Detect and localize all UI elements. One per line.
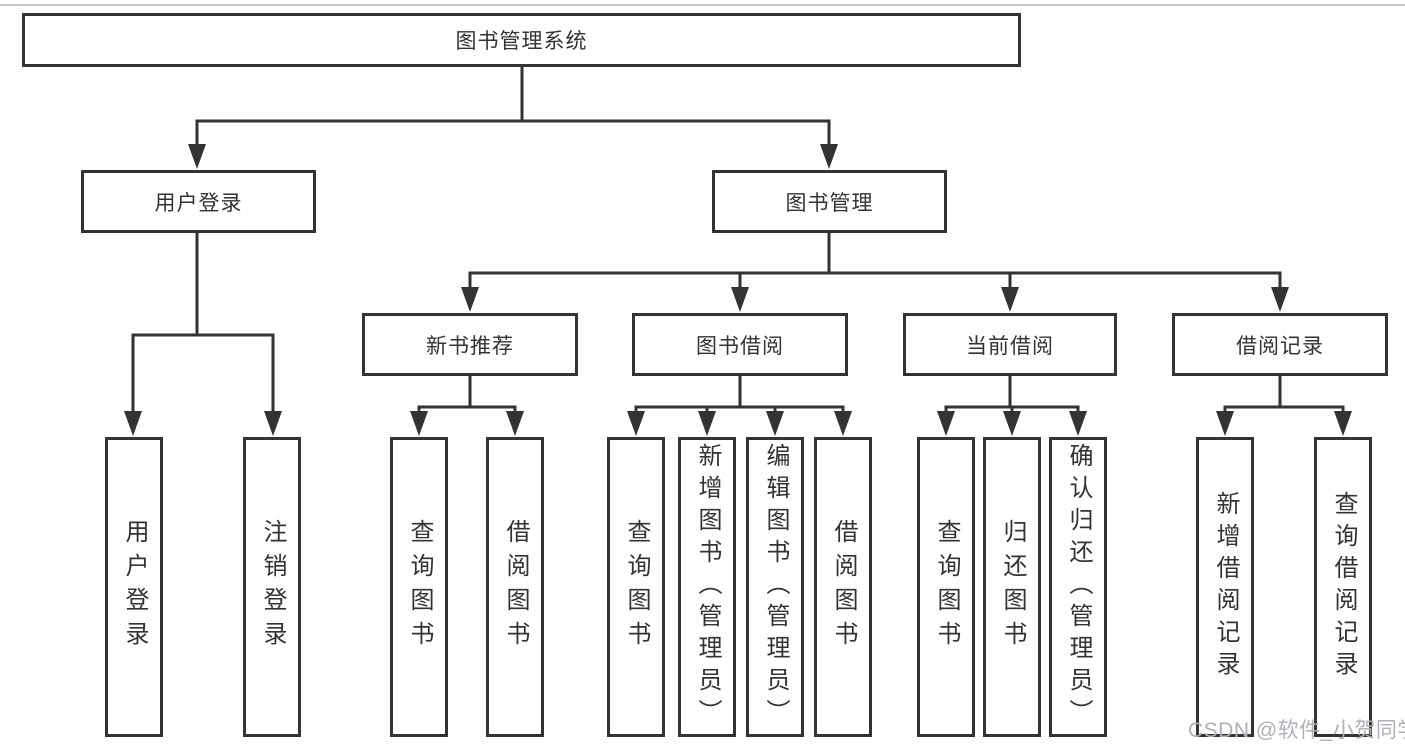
leaf-query-books-2-label: 查询图书 bbox=[623, 519, 650, 655]
leaf-query-books-2: 查询图书 bbox=[607, 437, 665, 737]
node-book-management-label: 图书管理 bbox=[785, 191, 874, 215]
connector-user-login-subtree bbox=[131, 233, 275, 418]
leaf-borrow-books-2-label: 借阅图书 bbox=[830, 519, 857, 655]
leaf-return-books-label: 归还图书 bbox=[999, 519, 1026, 655]
connector-borrowing-records-leaves bbox=[1223, 376, 1345, 418]
leaf-borrow-books-1-label: 借阅图书 bbox=[502, 519, 529, 655]
leaf-query-borrow-record-label: 查询借阅记录 bbox=[1330, 491, 1357, 683]
connector-new-book-recommend-leaves bbox=[417, 376, 517, 418]
leaf-logout: 注销登录 bbox=[243, 437, 301, 737]
node-book-management: 图书管理 bbox=[712, 170, 947, 233]
node-root: 图书管理系统 bbox=[22, 13, 1021, 67]
leaf-add-books-admin-label: 新增图书（管理员） bbox=[694, 443, 721, 731]
connector-book-management-subtree bbox=[468, 233, 1282, 294]
top-border-line bbox=[0, 4, 1405, 6]
leaf-query-books-3: 查询图书 bbox=[917, 437, 975, 737]
leaf-borrow-books-1: 借阅图书 bbox=[486, 437, 544, 737]
node-root-label: 图书管理系统 bbox=[455, 30, 588, 53]
leaf-return-books: 归还图书 bbox=[983, 437, 1041, 737]
leaf-add-borrow-record: 新增借阅记录 bbox=[1196, 437, 1254, 737]
leaf-confirm-return-admin: 确认归还（管理员） bbox=[1049, 437, 1107, 737]
leaf-add-books-admin: 新增图书（管理员） bbox=[678, 437, 736, 737]
node-borrowing-records-label: 借阅记录 bbox=[1236, 334, 1324, 358]
node-new-book-recommend-label: 新书推荐 bbox=[426, 334, 514, 358]
node-current-borrowing-label: 当前借阅 bbox=[966, 334, 1054, 358]
leaf-logout-label: 注销登录 bbox=[259, 519, 286, 655]
leaf-query-books-1: 查询图书 bbox=[390, 437, 448, 737]
node-book-borrowing: 图书借阅 bbox=[632, 313, 848, 376]
leaf-edit-books-admin-label: 编辑图书（管理员） bbox=[762, 443, 789, 731]
leaf-edit-books-admin: 编辑图书（管理员） bbox=[746, 437, 804, 737]
node-book-borrowing-label: 图书借阅 bbox=[696, 334, 784, 358]
leaf-borrow-books-2: 借阅图书 bbox=[814, 437, 872, 737]
leaf-query-books-3-label: 查询图书 bbox=[933, 519, 960, 655]
node-new-book-recommend: 新书推荐 bbox=[362, 313, 578, 376]
leaf-add-borrow-record-label: 新增借阅记录 bbox=[1212, 491, 1239, 683]
arrowheads bbox=[124, 144, 1352, 436]
watermark: CSDN @软件_小贺同学 bbox=[1188, 719, 1405, 742]
node-borrowing-records: 借阅记录 bbox=[1172, 313, 1388, 376]
leaf-confirm-return-admin-label: 确认归还（管理员） bbox=[1065, 443, 1092, 731]
leaf-query-borrow-record: 查询借阅记录 bbox=[1314, 437, 1372, 737]
node-current-borrowing: 当前借阅 bbox=[903, 313, 1117, 376]
connector-root-to-level2 bbox=[195, 67, 831, 150]
connector-book-borrowing-leaves bbox=[634, 376, 845, 418]
leaf-user-login: 用户登录 bbox=[105, 437, 163, 737]
leaf-user-login-label: 用户登录 bbox=[121, 519, 148, 655]
node-user-login: 用户登录 bbox=[81, 170, 316, 233]
leaf-query-books-1-label: 查询图书 bbox=[406, 519, 433, 655]
node-user-login-label: 用户登录 bbox=[154, 191, 243, 215]
